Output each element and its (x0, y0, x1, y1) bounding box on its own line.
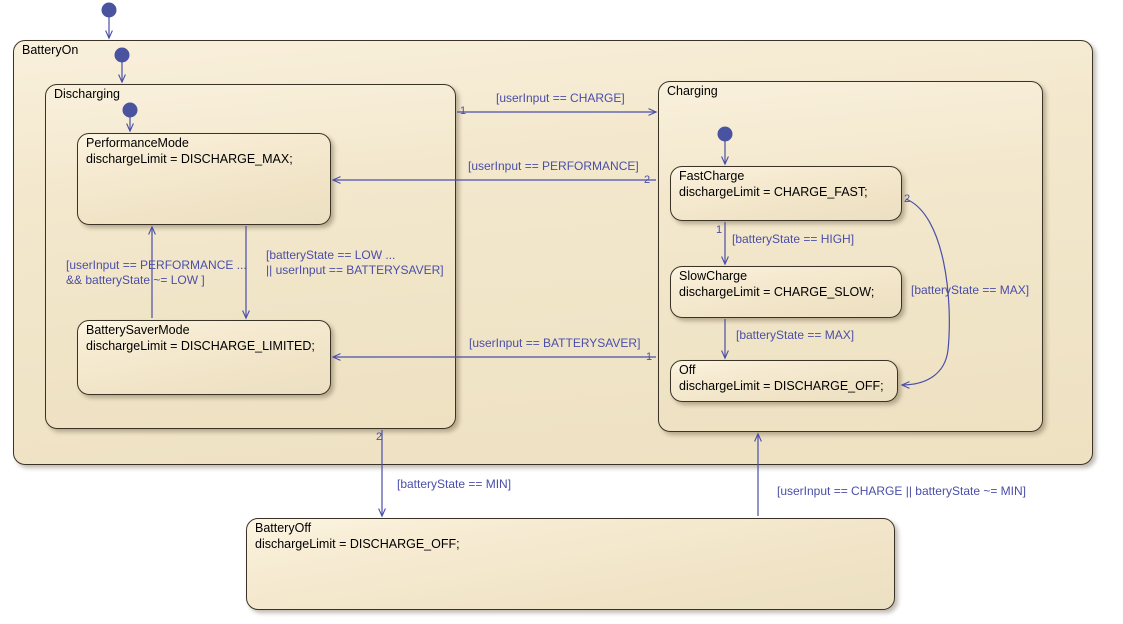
default-transition-dot-root (101, 2, 117, 18)
state-slow-charge[interactable]: SlowCharge dischargeLimit = CHARGE_SLOW; (670, 266, 902, 318)
state-off-label: Off (679, 363, 696, 377)
transition-label-charging-to-saver: [userInput == BATTERYSAVER] (469, 336, 641, 350)
transition-order-charging-to-saver: 1 (646, 351, 653, 363)
transition-label-batteryoff-to-charging: [userInput == CHARGE || batteryState ~= … (777, 484, 1027, 498)
transition-label-saver-to-performance-line1: [userInput == PERFORMANCE ... (66, 258, 247, 272)
transition-label-saver-to-performance-line2: && batteryState ~= LOW ] (66, 273, 205, 287)
transition-order-discharging-to-charging: 1 (460, 105, 467, 117)
transition-label-discharging-to-charging: [userInput == CHARGE] (496, 91, 625, 105)
state-battery-saver-mode-label: BatterySaverMode (86, 323, 190, 337)
state-charging-label: Charging (667, 84, 718, 98)
state-off-action: dischargeLimit = DISCHARGE_OFF; (679, 379, 884, 393)
transition-label-fast-to-slow: [batteryState == HIGH] (732, 232, 855, 246)
state-slow-charge-action: dischargeLimit = CHARGE_SLOW; (679, 285, 875, 299)
state-fast-charge-label: FastCharge (679, 169, 745, 183)
state-discharging-label: Discharging (54, 87, 121, 101)
transition-label-performance-to-saver-line1: [batteryState == LOW ... (266, 248, 396, 262)
transition-label-charging-to-performance: [userInput == PERFORMANCE] (468, 159, 639, 173)
state-battery-saver-mode-action: dischargeLimit = DISCHARGE_LIMITED; (86, 339, 315, 353)
state-off[interactable]: Off dischargeLimit = DISCHARGE_OFF; (670, 360, 898, 402)
transition-order-charging-to-performance: 2 (644, 174, 651, 186)
state-battery-saver-mode[interactable]: BatterySaverMode dischargeLimit = DISCHA… (77, 320, 331, 395)
state-fast-charge[interactable]: FastCharge dischargeLimit = CHARGE_FAST; (670, 166, 902, 221)
transition-order-discharging-to-batteryoff: 2 (376, 431, 383, 443)
transition-order-fast-to-slow: 1 (716, 224, 723, 236)
transition-order-fast-to-off: 2 (904, 193, 911, 205)
state-fast-charge-action: dischargeLimit = CHARGE_FAST; (679, 185, 868, 199)
state-performance-mode[interactable]: PerformanceMode dischargeLimit = DISCHAR… (77, 133, 331, 225)
state-battery-off-action: dischargeLimit = DISCHARGE_OFF; (255, 537, 460, 551)
transition-label-slow-to-off: [batteryState == MAX] (736, 328, 855, 342)
state-performance-mode-action: dischargeLimit = DISCHARGE_MAX; (86, 152, 293, 166)
transition-label-performance-to-saver-line2: || userInput == BATTERYSAVER] (266, 263, 444, 277)
transition-label-fast-to-off: [batteryState == MAX] (911, 283, 1030, 297)
state-battery-off[interactable]: BatteryOff dischargeLimit = DISCHARGE_OF… (246, 518, 895, 610)
state-slow-charge-label: SlowCharge (679, 269, 748, 283)
transition-label-discharging-to-batteryoff: [batteryState == MIN] (397, 477, 512, 491)
state-battery-on-label: BatteryOn (22, 43, 79, 57)
state-battery-off-label: BatteryOff (255, 521, 312, 535)
state-performance-mode-label: PerformanceMode (86, 136, 189, 150)
